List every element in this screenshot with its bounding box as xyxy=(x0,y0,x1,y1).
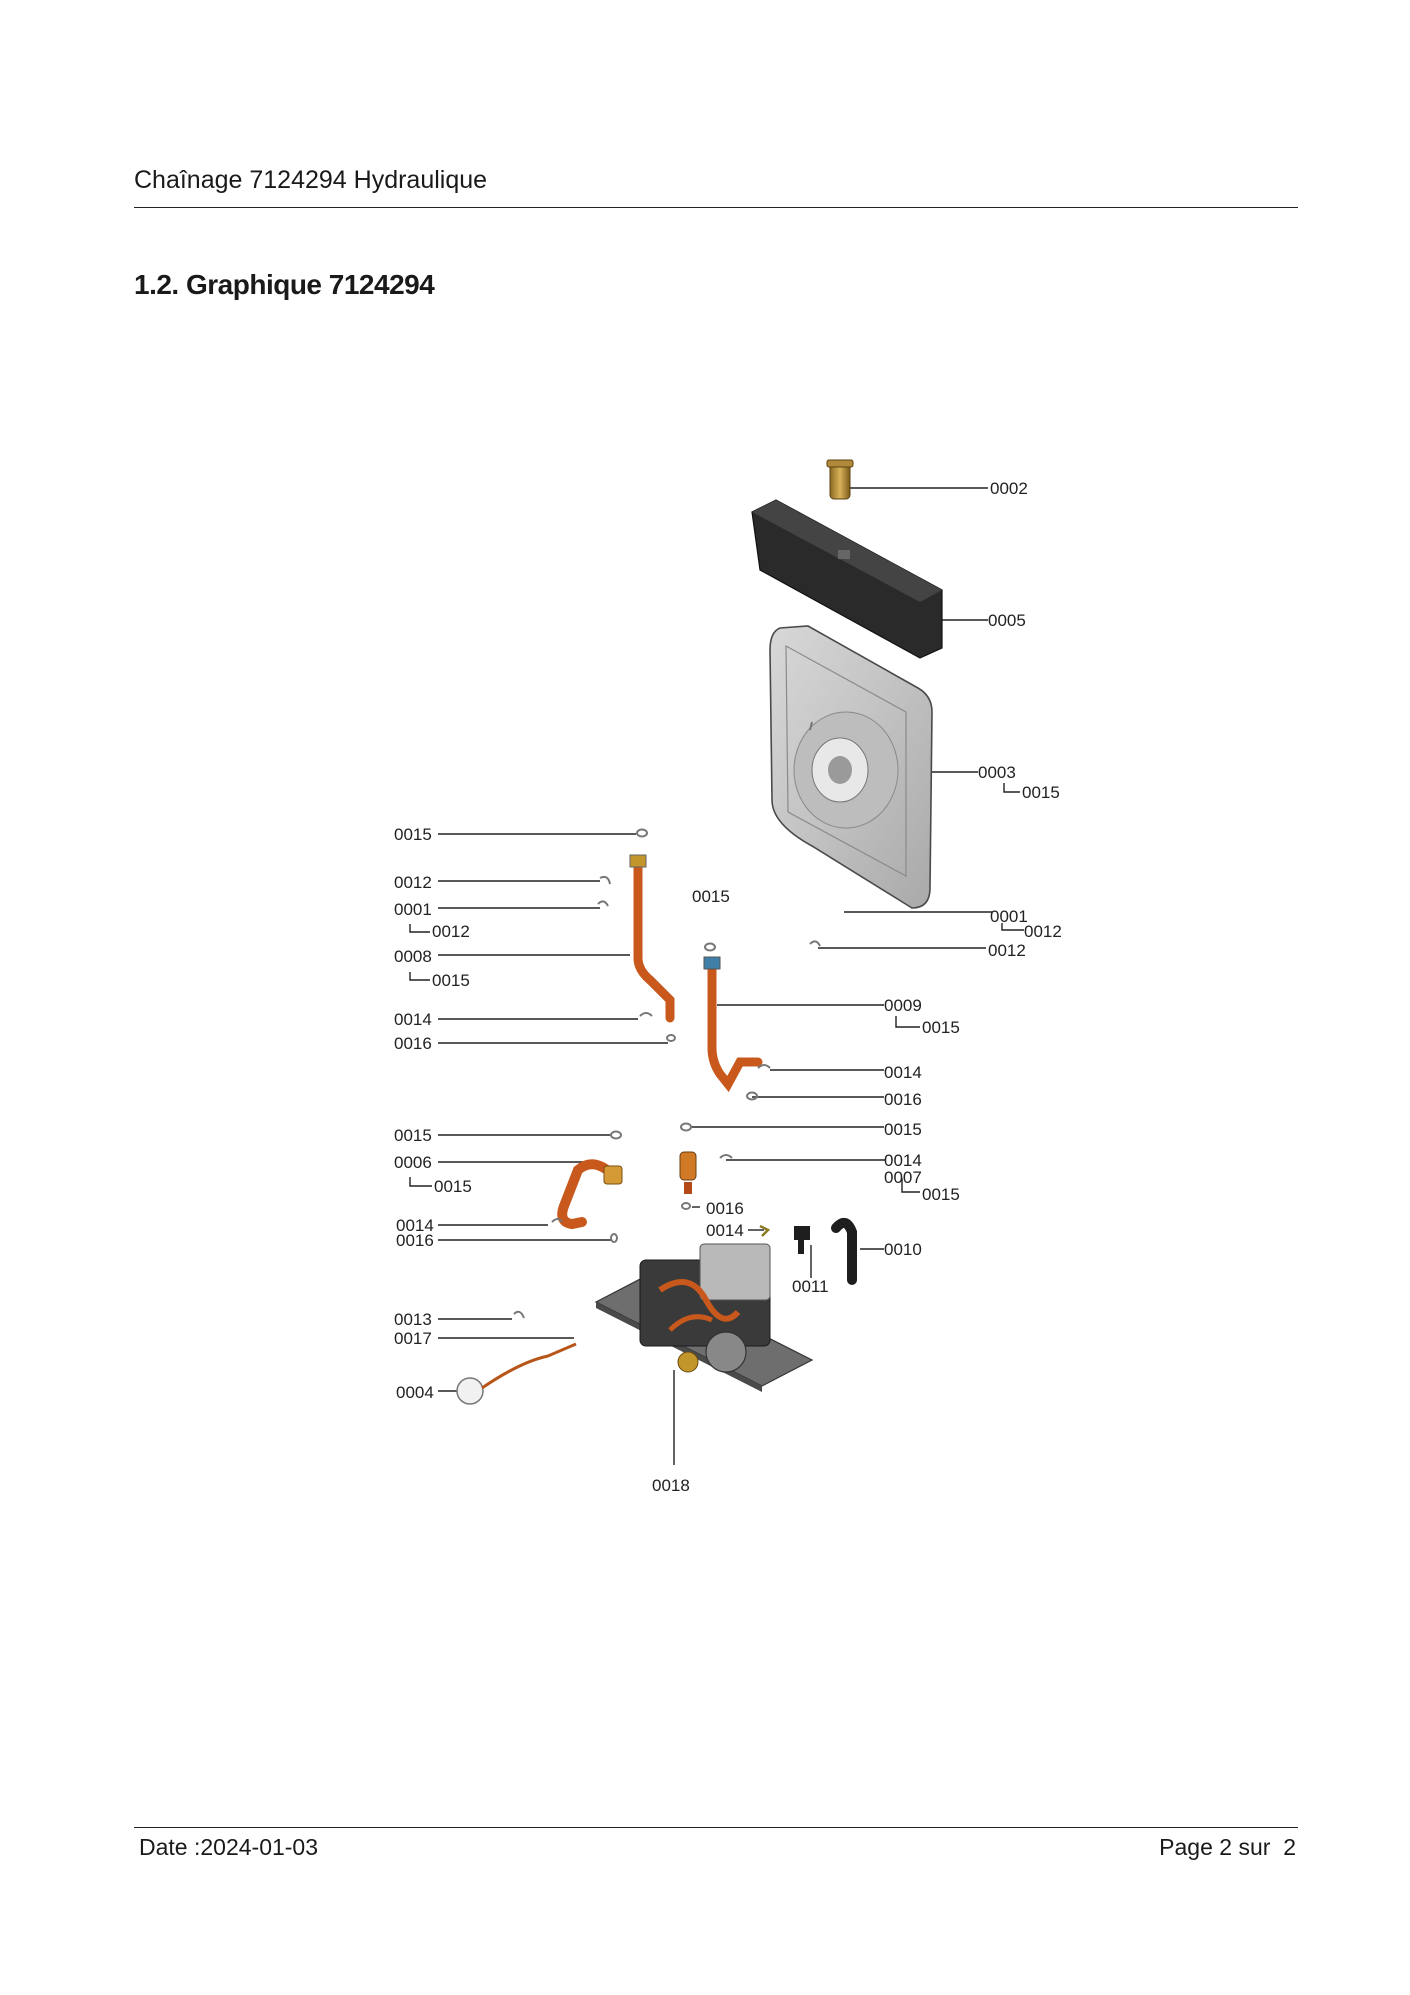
part-label-0011: 0011 xyxy=(792,1277,829,1296)
part-label-0012: 0012 xyxy=(394,873,432,892)
part-label-0001: 0001 xyxy=(990,907,1028,926)
hydraulic-block-assembly xyxy=(594,1243,814,1392)
part-labels: 0002000500030015001500120001001200080015… xyxy=(394,479,1062,1495)
part-label-0015: 0015 xyxy=(922,1018,960,1037)
part-label-0006: 0006 xyxy=(394,1153,432,1172)
part-label-0012: 0012 xyxy=(1024,922,1062,941)
part-label-0017: 0017 xyxy=(394,1329,432,1348)
pump-connector-0011 xyxy=(794,1226,810,1254)
part-label-0015: 0015 xyxy=(394,1126,432,1145)
part-label-0007: 0007 xyxy=(884,1168,922,1187)
small-fittings xyxy=(513,721,821,1319)
part-label-0010: 0010 xyxy=(884,1240,922,1259)
footer-page-number: Page 2 sur 2 xyxy=(1159,1834,1296,1861)
pipe-0006 xyxy=(557,1159,623,1230)
header-divider xyxy=(134,207,1298,208)
part-label-0012: 0012 xyxy=(432,922,470,941)
section-title: 1.2. Graphique 7124294 xyxy=(134,269,435,300)
pipe-0007 xyxy=(679,1151,697,1194)
part-label-0014: 0014 xyxy=(396,1216,434,1235)
part-label-0014: 0014 xyxy=(706,1221,744,1240)
part-label-0016: 0016 xyxy=(394,1034,432,1053)
part-label-0015: 0015 xyxy=(692,887,730,906)
top-valve-part xyxy=(826,459,854,500)
footer-date: Date :2024-01-03 xyxy=(139,1834,319,1860)
part-label-0004: 0004 xyxy=(396,1383,434,1402)
part-label-0016: 0016 xyxy=(884,1090,922,1109)
part-label-0018: 0018 xyxy=(652,1476,690,1495)
pipe-0009 xyxy=(703,956,763,1093)
part-label-0012: 0012 xyxy=(988,941,1026,960)
part-label-0001: 0001 xyxy=(394,900,432,919)
part-label-0014: 0014 xyxy=(884,1063,922,1082)
black-hose-0010 xyxy=(831,1217,857,1285)
part-label-0016: 0016 xyxy=(396,1231,434,1250)
leader-lines xyxy=(409,487,1024,1465)
part-label-0015: 0015 xyxy=(1022,783,1060,802)
part-label-0015: 0015 xyxy=(922,1185,960,1204)
clip-0014-small xyxy=(759,1224,771,1237)
part-label-0013: 0013 xyxy=(394,1310,432,1329)
part-label-0015: 0015 xyxy=(394,825,432,844)
pipe-0008 xyxy=(629,854,675,1023)
black-cover-part xyxy=(751,499,943,659)
part-label-0014: 0014 xyxy=(394,1010,432,1029)
footer-divider xyxy=(134,1827,1298,1828)
part-label-0003: 0003 xyxy=(978,763,1016,782)
heat-exchanger-panel xyxy=(769,625,933,909)
part-label-0015: 0015 xyxy=(432,971,470,990)
part-label-0014: 0014 xyxy=(884,1151,922,1170)
part-label-0016: 0016 xyxy=(706,1199,744,1218)
part-label-0009: 0009 xyxy=(884,996,922,1015)
pressure-gauge-part xyxy=(456,1342,577,1405)
part-label-0015: 0015 xyxy=(884,1120,922,1139)
part-label-0005: 0005 xyxy=(988,611,1026,630)
part-label-0015: 0015 xyxy=(434,1177,472,1196)
page-total: 2 xyxy=(1283,1834,1296,1860)
page-prefix: Page 2 sur xyxy=(1159,1834,1271,1860)
part-label-0008: 0008 xyxy=(394,947,432,966)
part-label-0002: 0002 xyxy=(990,479,1028,498)
running-header: Chaînage 7124294 Hydraulique xyxy=(134,166,488,194)
